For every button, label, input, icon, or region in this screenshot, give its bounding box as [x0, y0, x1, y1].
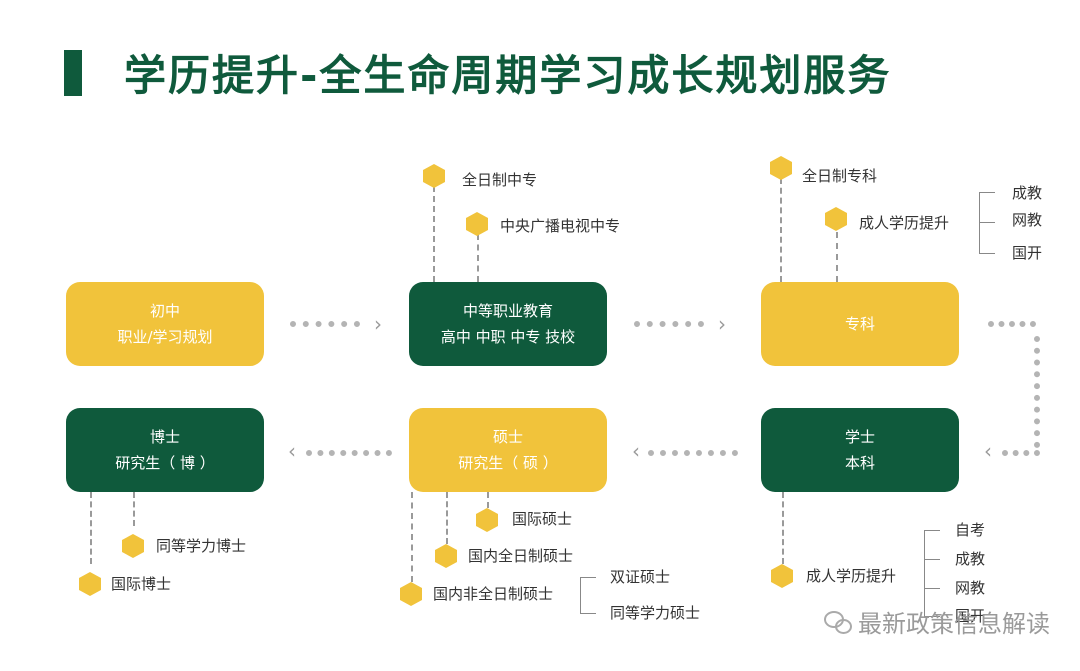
bracket-line [979, 253, 995, 254]
branch-line [446, 492, 448, 544]
branch-line [133, 492, 135, 526]
sub-label: 成教 [1012, 184, 1043, 202]
connector-secondary-college [634, 321, 704, 327]
sub-label: 国开 [955, 607, 986, 625]
arrow-left-icon: ‹ [632, 439, 640, 463]
bracket-line [580, 577, 596, 578]
branch-label: 国内非全日制硕士 [433, 585, 554, 603]
watermark-text: 最新政策信息解读 [858, 610, 1050, 638]
hexagon-icon [423, 164, 445, 188]
wechat-icon [824, 610, 852, 634]
bracket-line [979, 192, 995, 193]
connector-college-turn [988, 321, 1036, 327]
connector-master-doctor [306, 450, 392, 456]
hexagon-icon [825, 207, 847, 231]
branch-label: 全日制专科 [802, 167, 878, 185]
sub-label: 双证硕士 [610, 568, 671, 586]
connector-turn-bachelor [1002, 450, 1040, 456]
node-doctor-line2: 研究生（ 博 ） [115, 454, 215, 472]
hexagon-icon [466, 212, 488, 236]
arrow-right-icon: › [374, 312, 382, 336]
branch-label: 国际博士 [111, 575, 172, 593]
sub-label: 成教 [955, 550, 986, 568]
hexagon-icon [476, 508, 498, 532]
node-bachelor: 学士 本科 [761, 408, 959, 492]
node-master-line2: 研究生（ 硕 ） [458, 454, 558, 472]
branch-line [782, 492, 784, 564]
connector-bachelor-master [648, 450, 738, 456]
bracket-line [924, 530, 940, 531]
bracket-line [924, 530, 925, 616]
connector-junior-secondary [290, 321, 360, 327]
bracket-line [979, 222, 995, 223]
arrow-left-icon: ‹ [984, 439, 992, 463]
branch-label: 全日制中专 [462, 171, 538, 189]
branch-label: 国内全日制硕士 [468, 547, 574, 565]
bracket-line [924, 559, 940, 560]
branch-line [477, 234, 479, 282]
branch-line [433, 186, 435, 282]
sub-label: 网教 [1012, 211, 1043, 229]
bracket-line [979, 192, 980, 254]
sub-label: 自考 [955, 521, 986, 539]
bracket-line [924, 588, 940, 589]
bracket-line [924, 616, 940, 617]
arrow-left-icon: ‹ [288, 439, 296, 463]
sub-label: 国开 [1012, 244, 1043, 262]
node-doctor-line1: 博士 [149, 428, 180, 446]
sub-label: 网教 [955, 579, 986, 597]
node-junior-line2: 职业/学习规划 [117, 328, 213, 346]
branch-label: 成人学历提升 [859, 214, 950, 232]
branch-line [487, 492, 489, 508]
hexagon-icon [771, 564, 793, 588]
hexagon-icon [79, 572, 101, 596]
node-master: 硕士 研究生（ 硕 ） [409, 408, 607, 492]
branch-line [836, 232, 838, 282]
connector-turn-down [1034, 336, 1040, 448]
node-master-line1: 硕士 [492, 428, 523, 446]
branch-label: 同等学力博士 [156, 537, 247, 555]
bracket-line [580, 577, 581, 613]
branch-label: 成人学历提升 [806, 567, 897, 585]
watermark: 最新政策信息解读 [824, 604, 1050, 639]
node-doctor: 博士 研究生（ 博 ） [66, 408, 264, 492]
hexagon-icon [400, 582, 422, 606]
node-secondary-line1: 中等职业教育 [462, 302, 553, 320]
node-secondary-line2: 高中 中职 中专 技校 [440, 328, 576, 346]
hexagon-icon [435, 544, 457, 568]
branch-line [411, 492, 413, 582]
branch-label: 中央广播电视中专 [500, 217, 621, 235]
node-college-line1: 专科 [844, 315, 875, 333]
sub-label: 同等学力硕士 [610, 604, 701, 622]
node-college: 专科 [761, 282, 959, 366]
node-secondary: 中等职业教育 高中 中职 中专 技校 [409, 282, 607, 366]
node-bachelor-line1: 学士 [844, 428, 875, 446]
node-junior-line1: 初中 [149, 302, 180, 320]
page-title: 学历提升-全生命周期学习成长规划服务 [124, 51, 892, 100]
hexagon-icon [770, 156, 792, 180]
hexagon-icon [122, 534, 144, 558]
title-accent-bar [64, 50, 82, 96]
branch-label: 国际硕士 [512, 510, 573, 528]
bracket-line [580, 613, 596, 614]
branch-line [90, 492, 92, 564]
branch-line [780, 178, 782, 282]
node-bachelor-line2: 本科 [844, 454, 875, 472]
arrow-right-icon: › [718, 312, 726, 336]
node-junior: 初中 职业/学习规划 [66, 282, 264, 366]
